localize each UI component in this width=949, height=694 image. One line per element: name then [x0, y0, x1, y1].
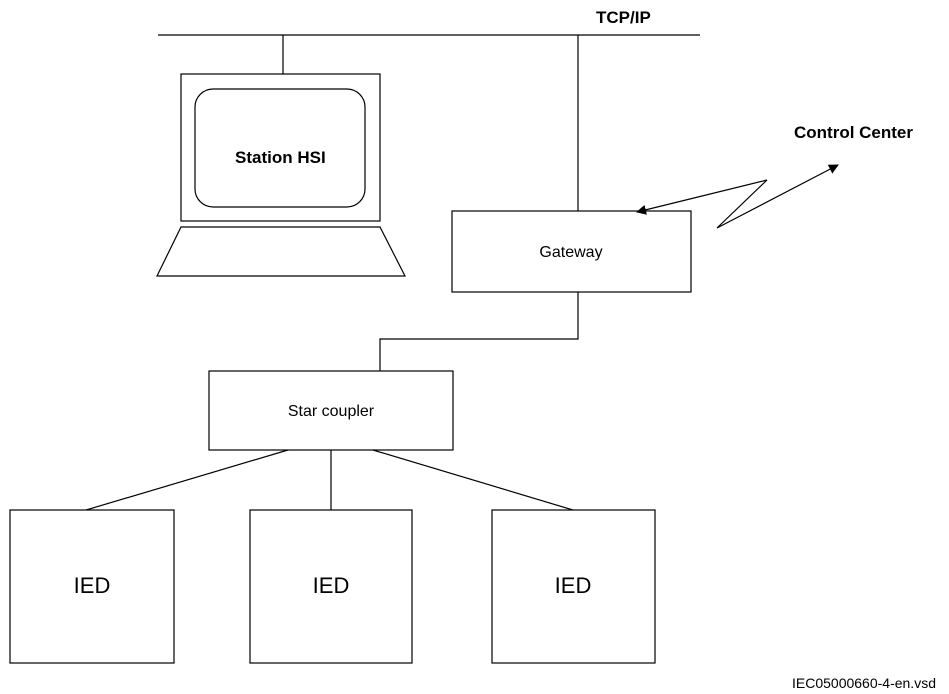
keyboard-base: [156, 226, 406, 277]
monitor-screen: [194, 88, 366, 208]
control-center-label: Control Center: [794, 123, 913, 142]
tcpip-label: TCP/IP: [596, 8, 651, 27]
star-coupler-label: Star coupler: [288, 403, 375, 420]
ied-1-box: [9, 509, 175, 664]
control-center-link: [716, 164, 839, 229]
ied-2-label: IED: [313, 573, 350, 598]
station-hsi-label: Station HSI: [235, 148, 326, 167]
station-hsi-computer: [156, 73, 406, 277]
star-coupler-box: [208, 370, 454, 451]
ied-3-box: [491, 509, 656, 664]
control-center-link-gateway-arrow: [636, 179, 768, 215]
gateway-label: Gateway: [539, 244, 602, 261]
ied-2-box: [249, 509, 413, 664]
coupler-to-ied-3-line: [372, 449, 574, 511]
ied-1-label: IED: [74, 573, 111, 598]
coupler-to-ied-1-line: [85, 449, 289, 511]
ied-3-label: IED: [555, 573, 592, 598]
gateway-to-coupler-line: [379, 292, 579, 371]
file-id-label: IEC05000660-4-en.vsd: [792, 675, 936, 691]
gateway-box: [451, 210, 692, 293]
